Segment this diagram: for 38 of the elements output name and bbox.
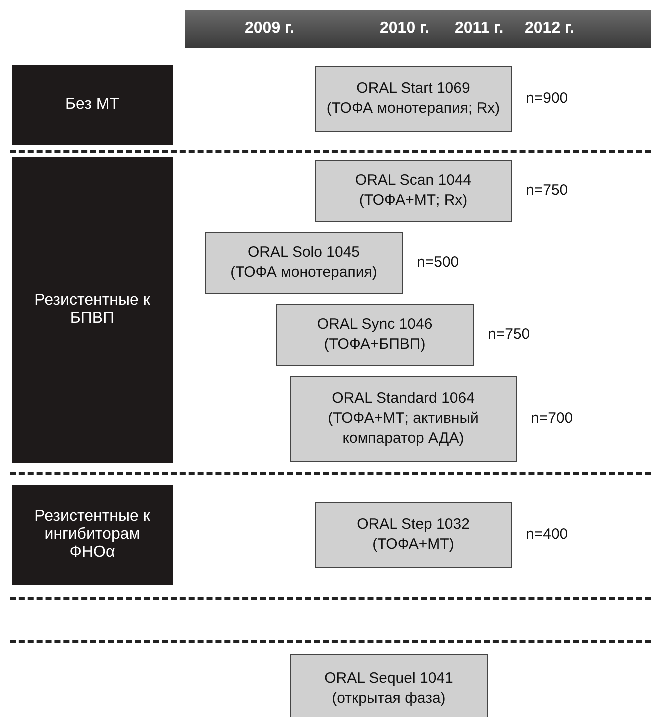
- trial-bar: [276, 304, 474, 366]
- sample-size: n=750: [488, 326, 530, 343]
- trial-description: (ТОФА+МТ): [372, 535, 456, 555]
- year-label: 2011 г.: [455, 20, 504, 38]
- sample-size: n=400: [526, 526, 568, 543]
- group-label: Без МТ: [64, 96, 120, 114]
- group-label: Резистентные к ингибиторам ФНОα: [34, 508, 152, 562]
- trial-description: (ТОФА+БПВП): [323, 335, 427, 355]
- trial-name: ORAL Standard 1064: [331, 389, 476, 409]
- timeline-header: [185, 10, 651, 48]
- trial-bar: [315, 502, 512, 568]
- trial-name: ORAL Sequel 1041: [324, 669, 454, 689]
- sample-size: n=750: [526, 182, 568, 199]
- year-label: 2012 г.: [525, 20, 575, 38]
- trial-bar: [205, 232, 403, 294]
- trial-name: ORAL Solo 1045: [246, 243, 362, 263]
- sample-size: n=500: [417, 254, 460, 271]
- trial-bar: [315, 66, 512, 132]
- trial-description: (ТОФА+МТ; активный компаратор АДА): [327, 409, 480, 449]
- group-label: Резистентные к БПВП: [34, 292, 152, 328]
- group-box: [12, 157, 173, 463]
- year-label: 2009 г.: [245, 20, 295, 38]
- trial-name: ORAL Step 1032: [356, 515, 471, 535]
- sample-size: n=700: [531, 410, 574, 427]
- trial-bar: [315, 160, 512, 222]
- trial-description: (ТОФА монотерапия; Rx): [326, 99, 502, 119]
- trial-name: ORAL Sync 1046: [316, 315, 434, 335]
- trial-description: (ТОФА+МТ; Rx): [358, 191, 469, 211]
- trial-bar: [290, 376, 517, 462]
- group-box: [12, 65, 173, 145]
- year-label: 2010 г.: [380, 20, 430, 38]
- trial-name: ORAL Start 1069: [356, 79, 472, 99]
- trial-description: (открытая фаза): [331, 689, 447, 709]
- trial-bar: [290, 654, 488, 717]
- group-box: [12, 485, 173, 585]
- trial-description: (ТОФА монотерапия): [230, 263, 378, 283]
- sample-size: n=900: [526, 90, 568, 107]
- trial-name: ORAL Scan 1044: [354, 171, 473, 191]
